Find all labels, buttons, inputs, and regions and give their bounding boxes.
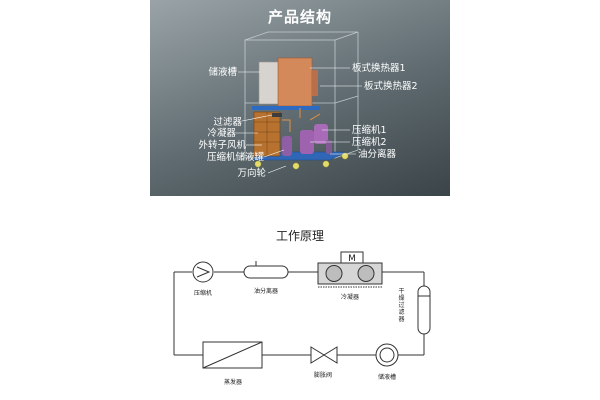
label-condenser: 冷凝器 xyxy=(207,128,236,139)
reservoir-symbol xyxy=(375,343,399,367)
diagram-label-oil-separator: 油分离器 xyxy=(254,288,279,295)
compressor-symbol xyxy=(192,261,214,283)
label-caster: 万向轮 xyxy=(237,168,266,179)
diagram-label-dry-filter: 干燥过滤器 xyxy=(398,288,405,323)
compressor-tank-shape xyxy=(282,136,292,156)
label-plate-hx1: 板式换热器1 xyxy=(352,63,406,74)
diagram-label-compressor: 压缩机 xyxy=(194,290,213,297)
compressor2-shape xyxy=(300,130,314,154)
label-compressor-tank: 压缩机储液罐 xyxy=(206,152,264,163)
diagram-label-condenser: 冷凝器 xyxy=(341,294,360,301)
label-filter: 过滤器 xyxy=(213,117,242,128)
machine-illustration xyxy=(236,31,362,174)
diagram-label-reservoir: 储液槽 xyxy=(378,374,397,381)
oil-separator-shape xyxy=(326,140,332,154)
label-compressor2: 压缩机2 xyxy=(352,137,387,148)
product-structure-title: 产品结构 xyxy=(267,8,332,26)
motor-letter: M xyxy=(348,254,356,264)
working-principle-title: 工作原理 xyxy=(275,229,324,243)
label-reservoir: 储液槽 xyxy=(208,67,237,78)
label-oil-separator: 油分离器 xyxy=(358,149,397,160)
diagram-label-evaporator: 蒸发器 xyxy=(224,379,243,386)
product-structure-panel: 产品结构 xyxy=(150,0,450,196)
expansion-valve-symbol xyxy=(310,346,338,364)
label-outer-rotor-fan: 外转子风机 xyxy=(198,140,246,151)
label-plate-hx2: 板式换热器2 xyxy=(364,81,418,92)
condenser-symbol xyxy=(317,251,383,288)
oil-separator-symbol xyxy=(243,261,289,279)
label-compressor1: 压缩机1 xyxy=(352,125,387,136)
dry-filter-symbol xyxy=(417,285,431,335)
evaporator-symbol xyxy=(202,341,263,369)
compressor1-shape xyxy=(314,124,328,144)
diagram-label-expansion-valve: 膨胀阀 xyxy=(314,372,333,379)
